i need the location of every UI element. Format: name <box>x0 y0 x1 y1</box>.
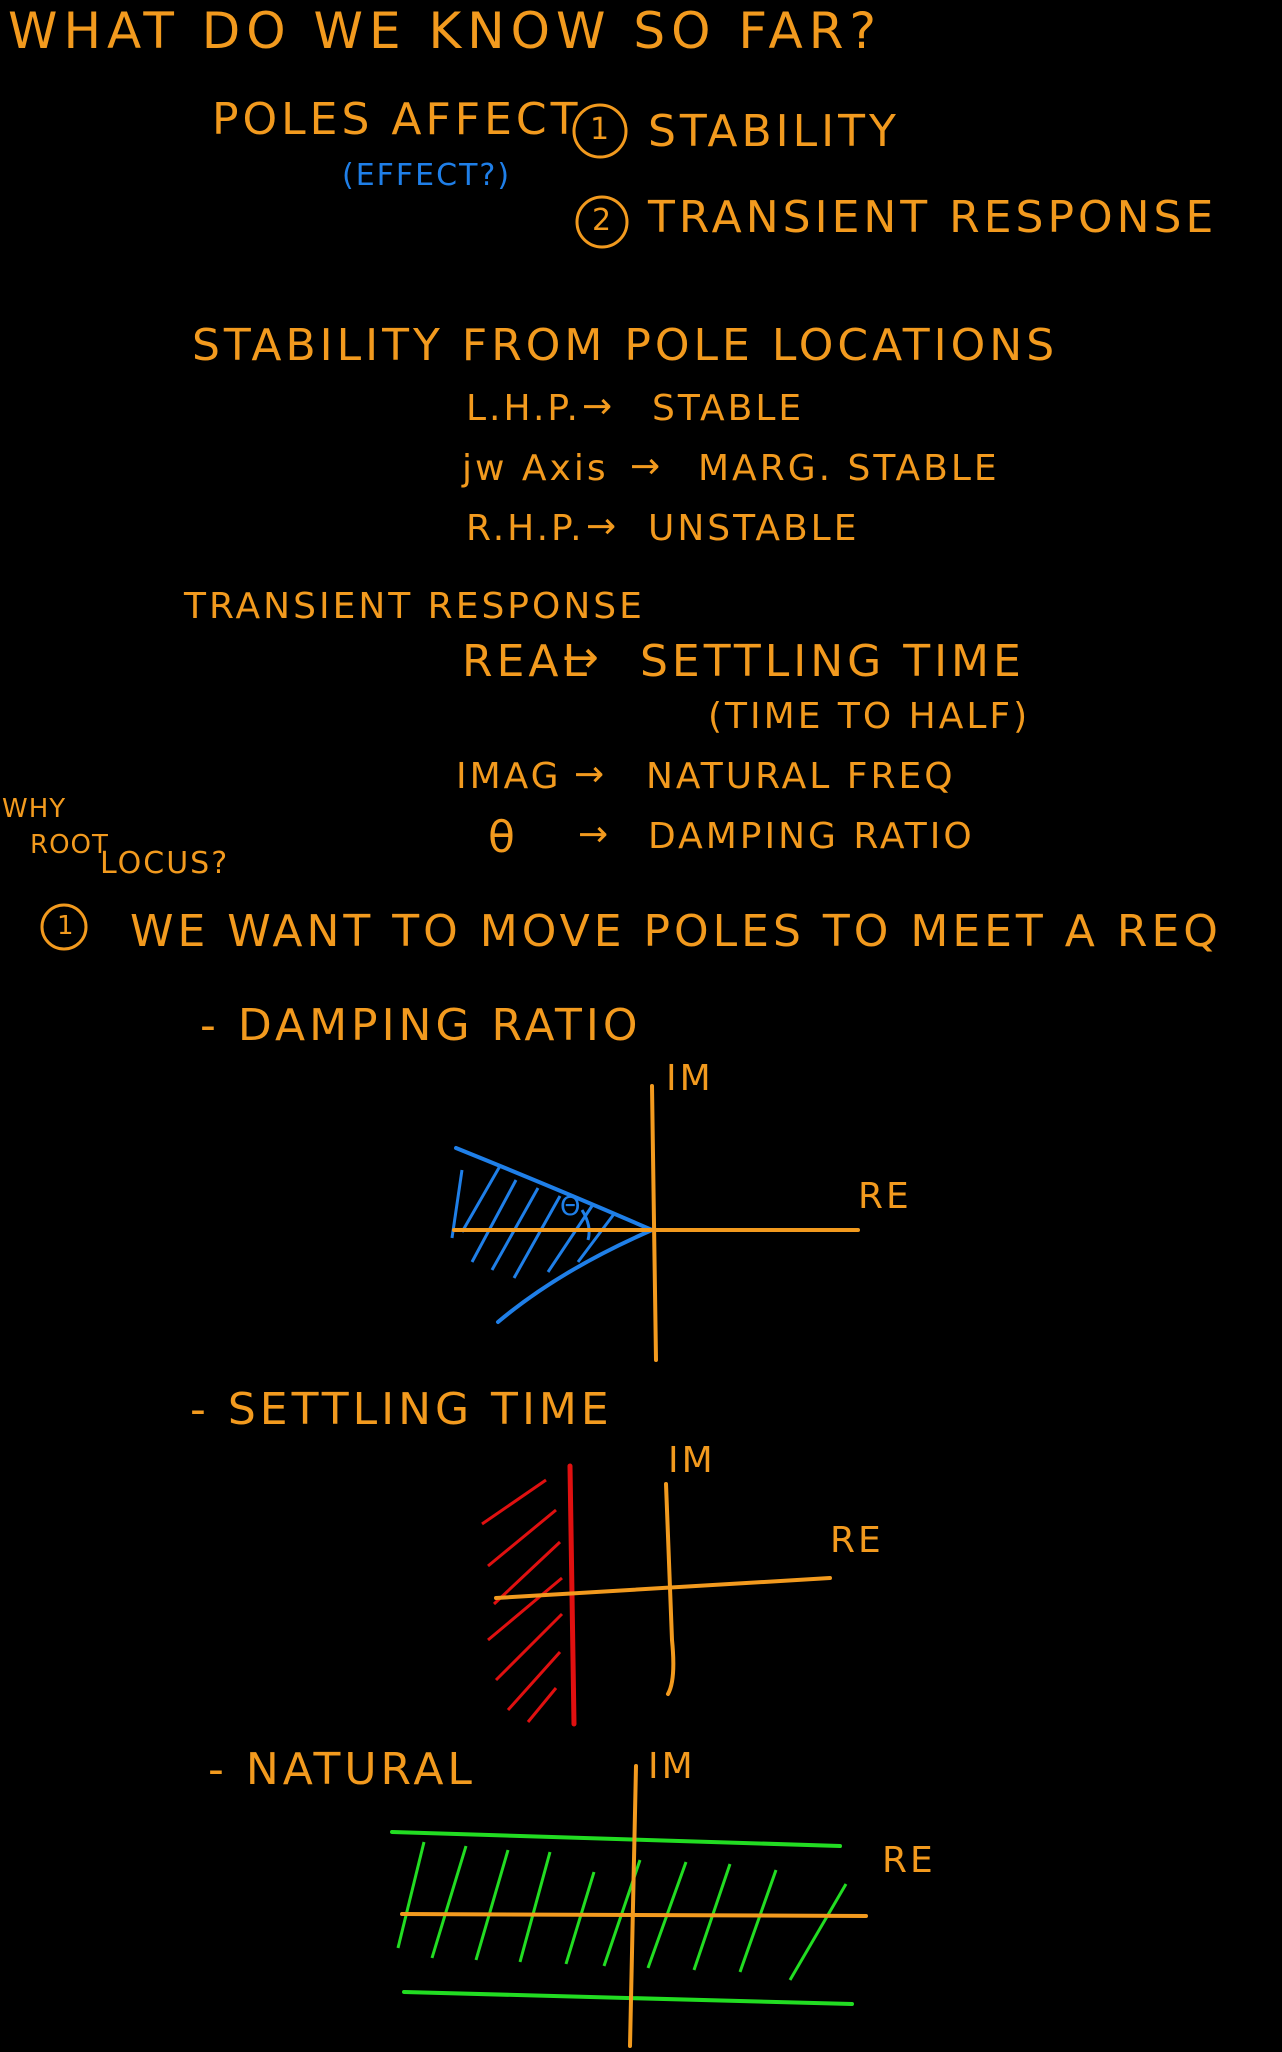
settling-hatch <box>487 1576 563 1642</box>
settling-hatch <box>494 1612 564 1682</box>
stability-row-stable: Stable <box>652 388 805 429</box>
settling-hatch <box>487 1508 557 1568</box>
plot-damping-re: Re <box>858 1176 912 1217</box>
plot-natural-label: - Natural <box>208 1744 476 1795</box>
natural-lower-bound <box>402 1990 854 2006</box>
why-number-1: 1 <box>57 911 75 941</box>
natural-hatch <box>788 1883 848 1981</box>
natural-hatch <box>564 1871 596 1965</box>
item-number-1: 1 <box>590 112 612 147</box>
stability-row-jw: jw Axis <box>462 448 609 489</box>
stability-heading: Stability from pole locations <box>192 320 1059 371</box>
damping-hatch <box>460 1165 502 1233</box>
settling-hatch <box>506 1650 562 1712</box>
arrow-icon: → <box>586 506 620 547</box>
transient-heading: Transient Response <box>184 586 645 627</box>
plot-natural-imag-axis <box>628 1764 638 2048</box>
plot-damping-label: - Damping Ratio <box>200 1000 642 1051</box>
effect-aside-note: (effect?) <box>342 158 512 193</box>
natural-hatch <box>396 1841 426 1949</box>
damping-angle-arc <box>580 1209 591 1241</box>
natural-upper-bound <box>390 1830 842 1848</box>
arrow-icon: → <box>574 754 608 795</box>
plot-natural-im: Im <box>648 1746 696 1787</box>
arrow-icon: → <box>578 814 612 855</box>
transient-row-theta: θ <box>488 812 519 863</box>
arrow-icon: → <box>562 632 603 683</box>
locus-label: Locus? <box>100 846 230 881</box>
natural-hatch <box>474 1849 510 1961</box>
stability-row-marg: Marg. Stable <box>698 448 1000 489</box>
root-label: Root <box>30 830 109 860</box>
damping-hatch <box>470 1179 518 1263</box>
transient-row-imag: Imag <box>456 756 562 797</box>
plot-natural-re: Re <box>882 1840 936 1881</box>
arrow-icon: → <box>630 446 664 487</box>
item-stability: Stability <box>648 106 900 157</box>
plot-settling-real-axis <box>494 1576 832 1600</box>
why-label: Why <box>2 794 67 824</box>
plot-settling-imag-axis <box>664 1482 676 1696</box>
transient-row-settling: Settling time <box>640 636 1025 687</box>
stability-row-rhp: R.H.P. <box>466 508 585 549</box>
plot-damping-angle: θ <box>560 1192 582 1222</box>
item-transient-response: Transient Response <box>648 192 1218 243</box>
plot-settling-label: - Settling time <box>190 1384 613 1435</box>
damping-hatch <box>512 1195 562 1279</box>
poles-affect-label: Poles affect <box>212 94 582 145</box>
damping-hatch <box>576 1213 616 1263</box>
natural-hatch <box>518 1851 552 1963</box>
plot-settling-re: Re <box>830 1520 884 1561</box>
why-statement: We want to move poles to meet a req <box>130 906 1222 957</box>
transient-row-time-to-half: (time to half) <box>708 696 1031 737</box>
natural-hatch <box>430 1845 468 1959</box>
arrow-icon: → <box>582 386 616 427</box>
page-title: What do we know so far? <box>8 2 882 60</box>
settling-hatch <box>526 1687 558 1723</box>
circle-2-mark <box>575 195 629 249</box>
settling-hatch <box>481 1478 547 1526</box>
circle-1-mark <box>572 103 628 159</box>
transient-row-real: Real <box>462 636 591 687</box>
item-number-2: 2 <box>592 203 614 238</box>
stability-row-unstable: Unstable <box>648 508 860 549</box>
plot-damping-im: Im <box>666 1058 714 1099</box>
circle-why-1-mark <box>40 903 88 951</box>
plot-settling-im: Im <box>668 1440 716 1481</box>
natural-hatch <box>738 1869 778 1973</box>
transient-row-natural-freq: Natural freq <box>646 756 956 797</box>
stability-row-lhp: L.H.P. <box>466 388 581 429</box>
plot-damping-imag-axis <box>650 1084 658 1362</box>
settling-hatch <box>492 1540 562 1606</box>
transient-row-damping: Damping ratio <box>648 816 975 857</box>
damping-hatch <box>450 1169 464 1239</box>
